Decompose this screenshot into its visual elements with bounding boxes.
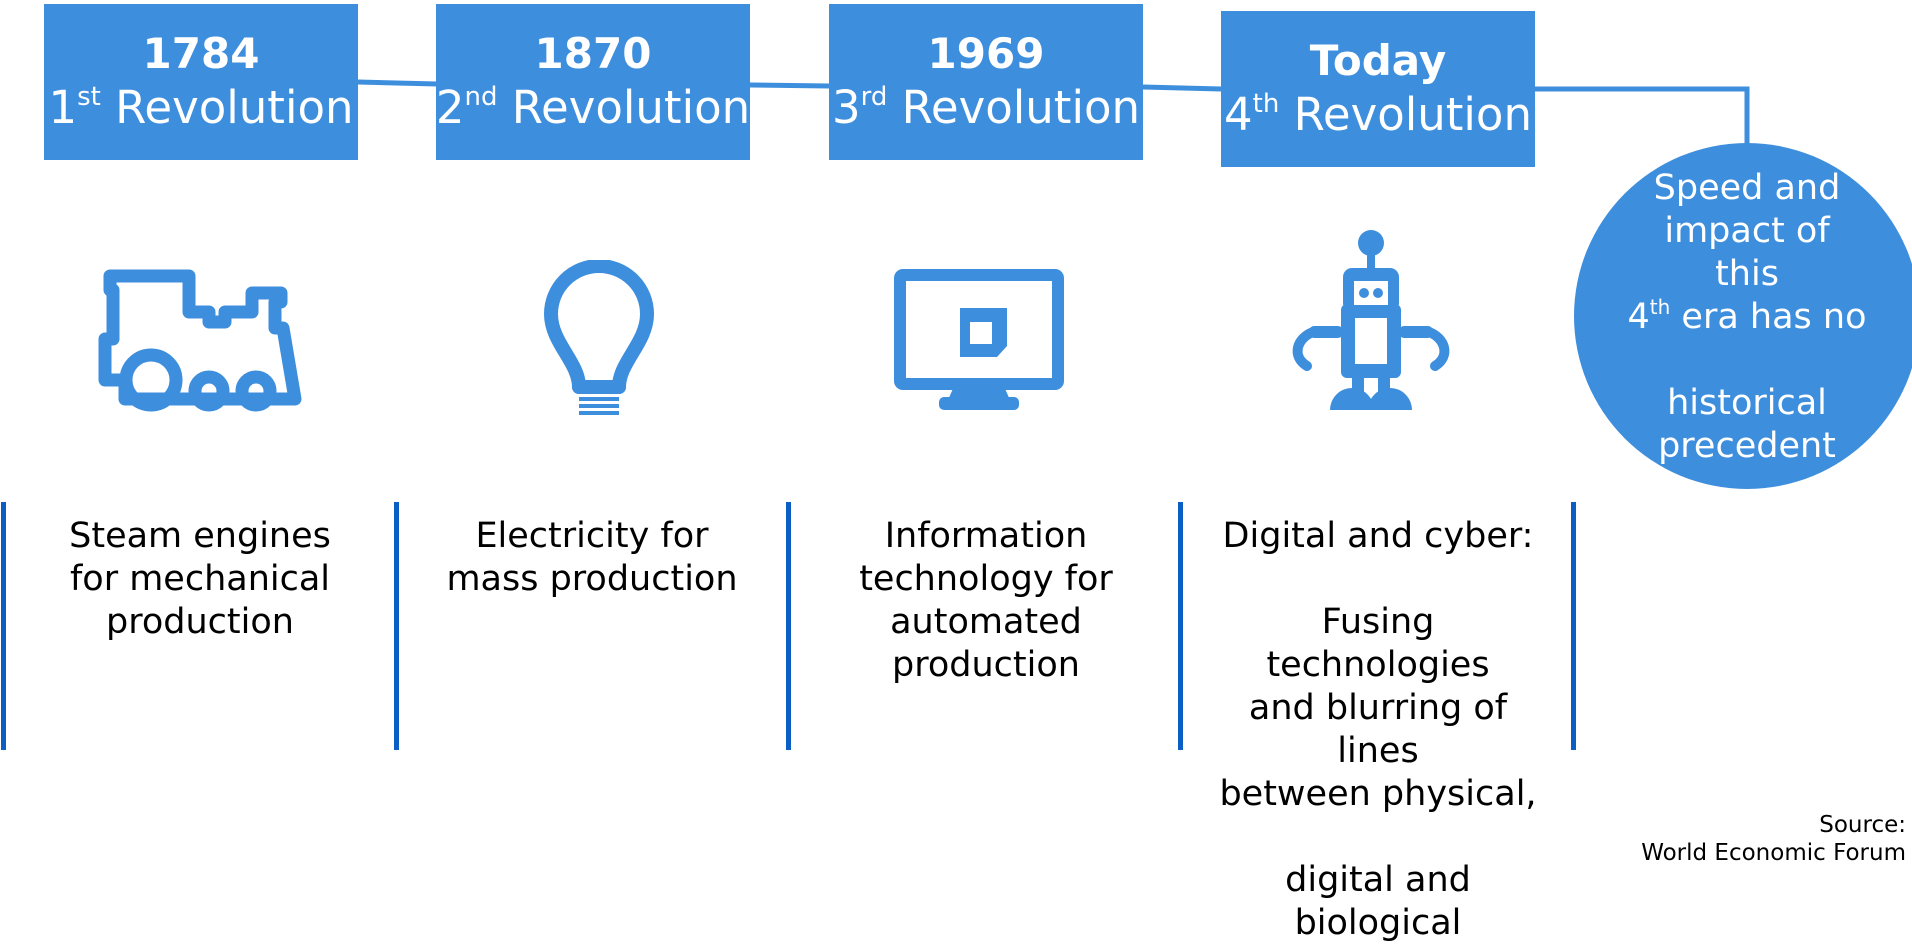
era-description: Digital and cyber: Fusing technologies a… — [1219, 516, 1537, 943]
era-box-fourth-revolution: Today 4th Revolution — [1221, 11, 1535, 167]
era-box-second-revolution: 1870 2nd Revolution — [436, 4, 750, 160]
era-box-third-revolution: 1969 3rd Revolution — [829, 4, 1143, 160]
robot-icon — [1292, 230, 1450, 410]
connector-line-3-4 — [1142, 84, 1222, 92]
era-year: 1870 — [534, 29, 652, 78]
era-label: 2nd Revolution — [435, 81, 751, 134]
era-year: 1784 — [142, 29, 260, 78]
era-description: Electricity for mass production — [446, 516, 738, 599]
divider-line — [1, 502, 6, 750]
era-label: 4th Revolution — [1224, 88, 1532, 141]
era-label: 3rd Revolution — [831, 81, 1140, 134]
divider-line — [1571, 502, 1576, 750]
light-bulb-icon — [544, 260, 654, 415]
era-label: 1st Revolution — [48, 81, 354, 134]
source-note: Source: World Economic Forum — [1641, 812, 1906, 866]
era-box-first-revolution: 1784 1st Revolution — [44, 4, 358, 160]
era-description: Steam engines for mechanical production — [69, 516, 331, 642]
callout-circle: Speed and impact of this 4th era has no … — [1574, 143, 1912, 489]
computer-monitor-icon — [894, 269, 1064, 410]
era-description: Information technology for automated pro… — [859, 516, 1113, 685]
connector-line-2-3 — [749, 82, 830, 89]
callout-text: Speed and impact of this 4th era has no … — [1627, 168, 1867, 466]
era-year: Today — [1309, 36, 1447, 85]
connector-line-4-callout — [1535, 86, 1750, 145]
era-year: 1969 — [927, 29, 1045, 78]
steam-train-icon — [98, 269, 302, 412]
divider-line — [1178, 502, 1183, 750]
divider-line — [394, 502, 399, 750]
divider-line — [786, 502, 791, 750]
connector-line-1-2 — [357, 79, 438, 87]
